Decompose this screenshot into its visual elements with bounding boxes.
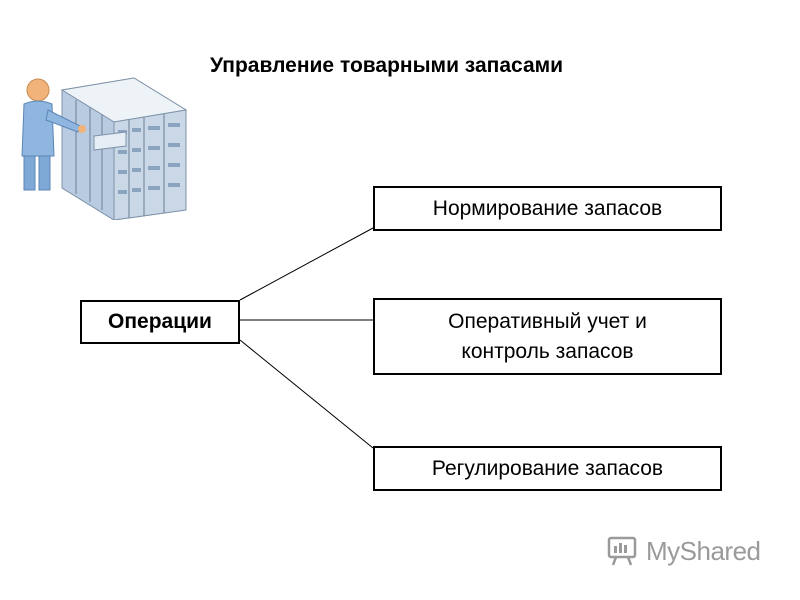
connector-line-3 [239, 339, 374, 449]
branch-label-norming: Нормирование запасов [432, 196, 663, 220]
branch-box-accounting: Оперативный учет и контроль запасов [373, 298, 722, 375]
branch-box-regulation: Регулирование запасов [373, 446, 722, 491]
branch-box-norming: Нормирование запасов [373, 186, 722, 231]
person-at-server-illustration [21, 77, 188, 220]
operations-box: Операции [80, 300, 240, 344]
watermark-text: MyShared [646, 535, 761, 566]
branch-label-regulation: Регулирование запасов [431, 456, 664, 480]
operations-label: Операции [108, 310, 212, 333]
diagram-title: Управление товарными запасами [210, 54, 564, 77]
branch-label-accounting: Оперативный учет и контроль запасов [448, 309, 647, 363]
watermark: MyShared [606, 534, 761, 568]
watermark-logo-icon [607, 536, 637, 566]
connector-line-1 [239, 227, 374, 301]
